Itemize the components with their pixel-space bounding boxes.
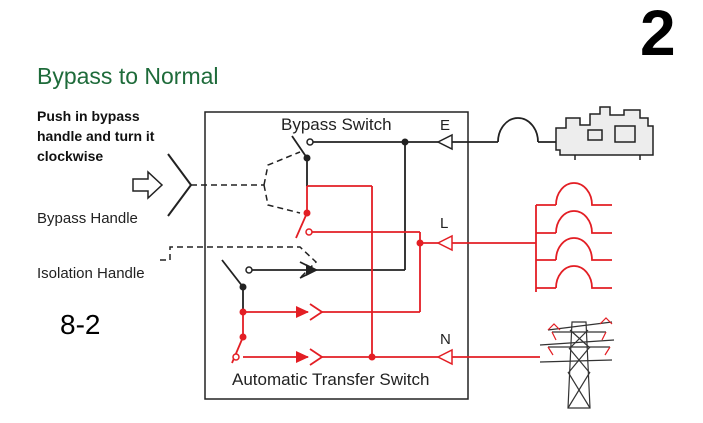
- diagram-title: Bypass to Normal: [37, 63, 219, 89]
- e-fuse-arc: [497, 117, 539, 143]
- ats-enclosure: [204, 111, 469, 400]
- instruction-text: Push in bypass handle and turn it clockw…: [37, 108, 155, 164]
- n-arrowhead: [296, 351, 309, 363]
- emergency-wiring: [221, 135, 438, 312]
- load-coils-icon: [535, 182, 612, 292]
- bypass-switch-label: Bypass Switch: [281, 115, 392, 134]
- l-junction: [416, 239, 424, 247]
- terminal-n-label: N: [440, 331, 451, 348]
- bypass-e-contact: [306, 138, 314, 146]
- push-arrow-icon: [132, 170, 164, 200]
- n-terminal-arrow: [436, 348, 453, 366]
- isolation-handle-label: Isolation Handle: [37, 265, 145, 282]
- bypass-live-pivot: [303, 209, 311, 217]
- ats-e-contact: [245, 266, 253, 274]
- live-wiring: [231, 185, 438, 366]
- emergency-junction: [401, 138, 409, 146]
- page-number: 2: [640, 0, 676, 69]
- isolation-linkage: [160, 246, 318, 279]
- generator-icon: [555, 106, 654, 160]
- bypass-handle: [167, 153, 193, 217]
- ats-n-contact: [232, 353, 240, 361]
- e-arrowhead: [306, 264, 318, 276]
- ats-emergency-pivot: [239, 283, 247, 291]
- bypass-handle-label: Bypass Handle: [37, 210, 138, 227]
- step-number: 8-2: [60, 309, 101, 340]
- ats-label: Automatic Transfer Switch: [232, 370, 430, 389]
- terminal-l-label: L: [440, 215, 449, 232]
- bypass-l-contact: [305, 228, 313, 236]
- bypass-linkage: [191, 151, 301, 214]
- power-tower-icon: [539, 317, 615, 409]
- n-junction: [368, 353, 376, 361]
- ats-live-junction: [239, 308, 247, 316]
- l-arrowhead: [296, 306, 309, 318]
- ats-live-pivot: [239, 333, 247, 341]
- l-terminal-arrow: [436, 234, 453, 252]
- e-terminal-arrow: [436, 133, 453, 151]
- bypass-pivot: [303, 154, 311, 162]
- terminal-e-label: E: [440, 117, 451, 134]
